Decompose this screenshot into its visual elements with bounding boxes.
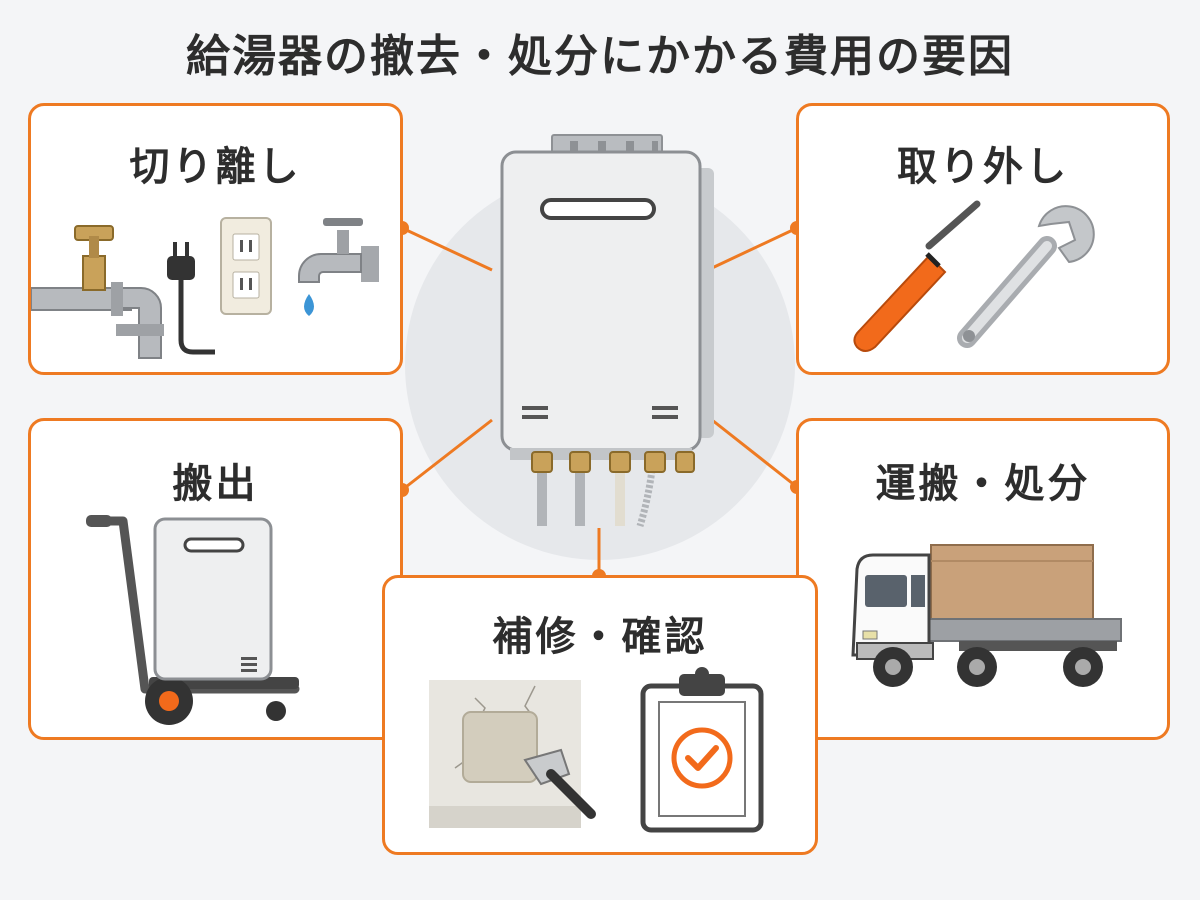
water-heater-icon [500,134,714,528]
truck-icon [851,544,1122,687]
screwdriver-icon [853,200,981,352]
factor-disconnect: 切り離し [28,103,403,375]
connector-transport [711,418,798,489]
page-title: 給湯器の撤去・処分にかかる費用の要因 [186,31,1014,82]
factor-transport-label: 運搬・処分 [875,461,1091,507]
outlet-icon [220,217,272,315]
connector-removal [711,226,798,270]
factor-disconnect-label: 切り離し [129,144,302,190]
factor-carryout: 搬出 [28,418,403,740]
connector-disconnect [401,226,493,272]
heater-unit-icon [153,517,273,681]
factor-disconnect-art [31,217,379,359]
connector-carryout [401,418,493,492]
factor-repair-art [429,667,764,833]
factor-removal: 取り外し [796,103,1170,375]
pipe-valve-icon [31,225,164,359]
factor-removal-art [853,200,1095,352]
factor-transport-art [851,544,1122,687]
faucet-icon [298,218,379,316]
factor-repair: 補修・確認 [382,575,818,855]
wrench-icon [957,205,1095,348]
clipboard-check-icon [640,667,764,833]
factor-carryout-label: 搬出 [172,461,259,507]
power-plug-icon [167,242,215,355]
factor-transport: 運搬・処分 [796,418,1170,740]
factor-removal-label: 取り外し [897,144,1069,190]
wall-repair-icon [429,680,596,828]
factor-repair-label: 補修・確認 [492,614,708,660]
factor-carryout-art [86,515,300,725]
